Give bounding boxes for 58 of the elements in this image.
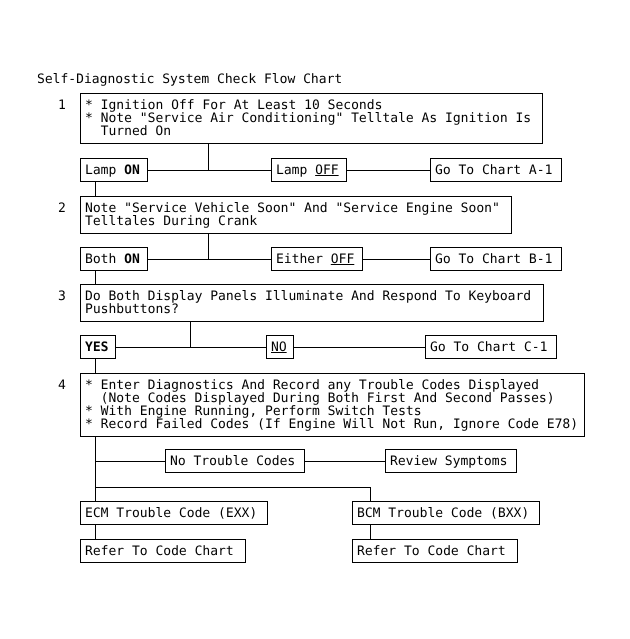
result-box bbox=[80, 539, 246, 563]
result-text: No Trouble Codes bbox=[170, 454, 296, 468]
connector-line bbox=[370, 524, 371, 540]
result-text: ECM Trouble Code (EXX) bbox=[85, 506, 258, 520]
result-text: Both ON bbox=[85, 252, 140, 266]
connector-line bbox=[190, 322, 266, 348]
result-box bbox=[271, 247, 363, 271]
step-number: 1 bbox=[58, 99, 66, 112]
step-box bbox=[80, 196, 512, 234]
result-box bbox=[271, 158, 347, 182]
connector-line bbox=[95, 524, 96, 540]
result-box bbox=[430, 247, 562, 271]
result-box bbox=[165, 449, 305, 473]
result-box bbox=[80, 247, 148, 271]
result-box bbox=[385, 449, 517, 473]
connector-line bbox=[95, 270, 96, 284]
connector-line bbox=[95, 182, 96, 196]
result-box bbox=[425, 335, 557, 359]
result-box bbox=[80, 501, 268, 525]
result-text: Refer To Code Chart bbox=[357, 544, 506, 558]
result-text: Lamp ON bbox=[85, 164, 140, 176]
step-box bbox=[80, 93, 543, 144]
result-text: BCM Trouble Code (BXX) bbox=[357, 506, 530, 520]
result-text: Go To Chart B-1 bbox=[435, 252, 552, 266]
result-text: Refer To Code Chart bbox=[85, 544, 234, 558]
result-text: Go To Chart A-1 bbox=[435, 164, 552, 176]
step-number: 4 bbox=[58, 379, 66, 392]
step-text: * Ignition Off For At Least 10 Seconds bbox=[85, 99, 382, 112]
connector-line bbox=[95, 358, 96, 374]
result-box bbox=[352, 539, 518, 563]
connector-line bbox=[208, 234, 272, 260]
step-text: * Record Failed Codes (If Engine Will Not Run, Ignore Code E78) bbox=[85, 418, 580, 431]
step-text: * Enter Diagnostics And Record any Trouble Codes Displayed (Note Codes Displayed During Both First And Second Passes) bbox=[85, 379, 556, 405]
connector-line bbox=[304, 461, 386, 462]
result-text: YES bbox=[85, 340, 108, 354]
result-text: NO bbox=[271, 340, 287, 354]
result-box bbox=[352, 501, 540, 525]
step-text: * With Engine Running, Perform Switch Tests bbox=[85, 405, 422, 418]
step-box bbox=[80, 284, 544, 322]
connector-line bbox=[208, 144, 272, 171]
result-box bbox=[80, 158, 148, 182]
connector-line bbox=[362, 259, 430, 260]
step-text: Do Both Display Panels Illuminate And Respond To Keyboard Pushbuttons? bbox=[85, 290, 532, 316]
connector-line bbox=[346, 170, 430, 171]
step-number: 3 bbox=[58, 290, 66, 303]
result-text: Either OFF bbox=[276, 252, 354, 266]
result-text: Review Symptoms bbox=[390, 454, 508, 468]
result-text: Go To Chart C-1 bbox=[430, 340, 548, 354]
connector-line bbox=[294, 347, 426, 348]
chart-title: Self-Diagnostic System Check Flow Chart bbox=[37, 73, 342, 86]
result-box bbox=[80, 335, 116, 359]
step-box bbox=[80, 373, 585, 437]
step-number: 2 bbox=[58, 202, 66, 215]
result-text: Lamp OFF bbox=[276, 164, 339, 176]
result-box bbox=[266, 335, 294, 359]
step-text: * Note "Service Air Conditioning" Telltale As Ignition Is Turned On bbox=[85, 112, 532, 138]
result-box bbox=[430, 158, 562, 182]
step-text: Note "Service Vehicle Soon" And "Service Engine Soon" Telltales During Crank bbox=[85, 202, 501, 228]
